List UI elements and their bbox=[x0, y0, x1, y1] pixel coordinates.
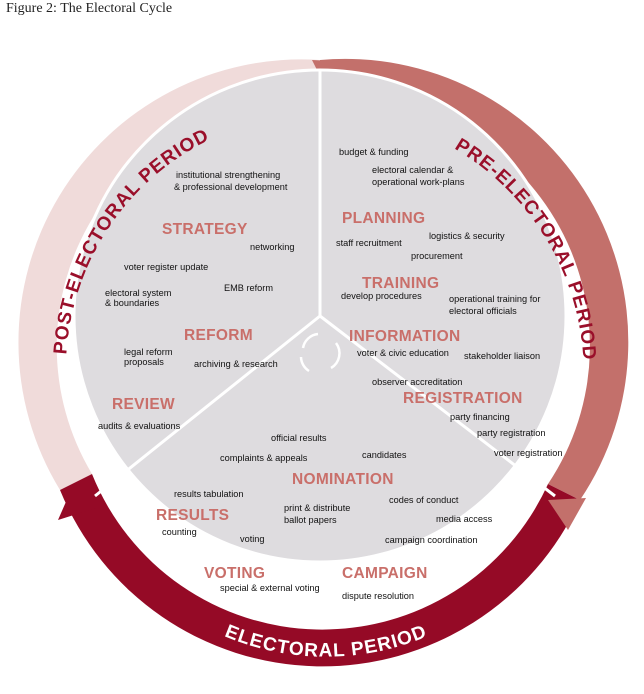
item-op-training-1: operational training for bbox=[449, 294, 540, 304]
heading-reform: REFORM bbox=[184, 327, 253, 344]
heading-results: RESULTS bbox=[156, 507, 229, 524]
item-legal-reform-2: proposals bbox=[124, 357, 164, 367]
item-logistics: logistics & security bbox=[429, 231, 505, 241]
item-audits: audits & evaluations bbox=[98, 421, 181, 431]
item-coordination: campaign coordination bbox=[385, 535, 477, 545]
arrowhead-electoral-icon bbox=[548, 498, 586, 530]
item-tabulation: results tabulation bbox=[174, 489, 243, 499]
item-procurement: procurement bbox=[411, 251, 463, 261]
item-stakeholder: stakeholder liaison bbox=[464, 351, 540, 361]
item-electoral-system-2: & boundaries bbox=[105, 298, 160, 308]
item-complaints: complaints & appeals bbox=[220, 453, 308, 463]
heading-training: TRAINING bbox=[362, 275, 439, 292]
item-special-voting: special & external voting bbox=[220, 583, 320, 593]
figure-title: Figure 2: The Electoral Cycle bbox=[6, 1, 173, 16]
heading-registration: REGISTRATION bbox=[403, 390, 523, 407]
item-print-1: print & distribute bbox=[284, 503, 350, 513]
heading-strategy: STRATEGY bbox=[162, 221, 248, 238]
cycle-arrows-icon bbox=[299, 332, 341, 373]
item-op-training-2: electoral officials bbox=[449, 306, 517, 316]
item-electoral-system-1: electoral system bbox=[105, 288, 172, 298]
item-calendar-2: operational work-plans bbox=[372, 177, 465, 187]
electoral-band bbox=[60, 474, 580, 667]
item-voter-registration: voter registration bbox=[494, 448, 562, 458]
item-counting: counting bbox=[162, 527, 197, 537]
item-staff: staff recruitment bbox=[336, 238, 402, 248]
item-official-results: official results bbox=[271, 433, 327, 443]
pre-electoral-band bbox=[320, 58, 629, 500]
item-party-registration: party registration bbox=[477, 428, 545, 438]
heading-voting: VOTING bbox=[204, 565, 265, 582]
item-archiving: archiving & research bbox=[194, 359, 278, 369]
item-emb-reform: EMB reform bbox=[224, 283, 273, 293]
item-voting: voting bbox=[240, 534, 265, 544]
item-media: media access bbox=[436, 514, 493, 524]
divider-left bbox=[94, 314, 321, 498]
item-inst-1: institutional strengthening bbox=[176, 170, 280, 180]
arrowhead-post-icon bbox=[58, 488, 96, 520]
item-civic-education: voter & civic education bbox=[357, 348, 449, 358]
heading-information: INFORMATION bbox=[349, 328, 461, 345]
item-networking: networking bbox=[250, 242, 294, 252]
heading-review: REVIEW bbox=[112, 396, 175, 413]
item-budget: budget & funding bbox=[339, 147, 408, 157]
item-inst-2: & professional development bbox=[174, 182, 288, 192]
item-candidates: candidates bbox=[362, 450, 407, 460]
heading-campaign: CAMPAIGN bbox=[342, 565, 428, 582]
item-codes: codes of conduct bbox=[389, 495, 459, 505]
heading-planning: PLANNING bbox=[342, 210, 425, 227]
item-calendar-1: electoral calendar & bbox=[372, 165, 453, 175]
heading-nomination: NOMINATION bbox=[292, 471, 394, 488]
divider-right bbox=[319, 314, 556, 498]
item-print-2: ballot papers bbox=[284, 515, 337, 525]
item-legal-reform-1: legal reform bbox=[124, 347, 173, 357]
item-dispute: dispute resolution bbox=[342, 591, 414, 601]
item-party-financing: party financing bbox=[450, 412, 510, 422]
post-electoral-band bbox=[18, 59, 320, 490]
item-observer: observer accreditation bbox=[372, 377, 462, 387]
item-voter-register-update: voter register update bbox=[124, 262, 208, 272]
item-develop-procedures: develop procedures bbox=[341, 291, 422, 301]
